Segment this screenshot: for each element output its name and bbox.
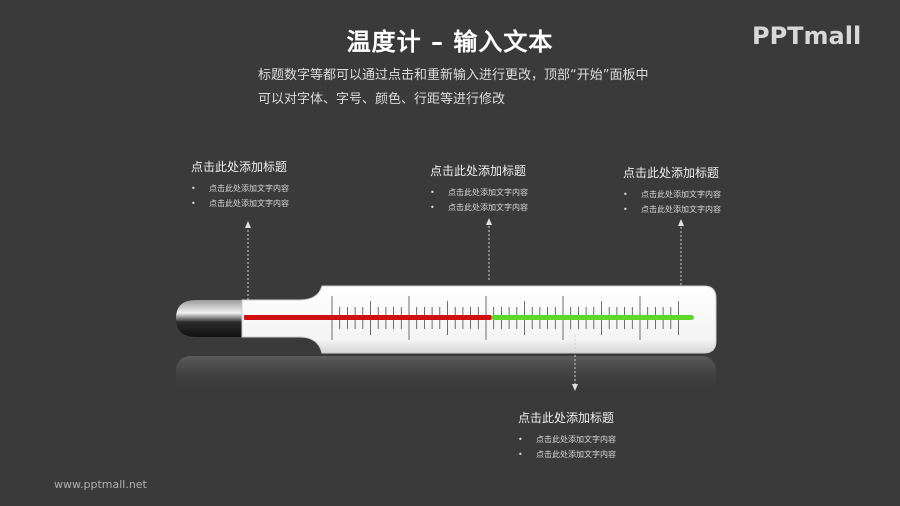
thermometer-reflection: [176, 356, 716, 392]
subtitle-line-1: 标题数字等都可以通过点击和重新输入进行更改，顶部“开始”面板中: [258, 68, 649, 83]
arrow-up-icon: [245, 221, 251, 228]
liquid-red: [244, 315, 492, 320]
page-title: 温度计 – 输入文本: [346, 28, 554, 56]
callout-heading: 点击此处添加标题: [430, 164, 527, 178]
callout-bullet: 点击此处添加文字内容: [191, 196, 289, 211]
callout-heading: 点击此处添加标题: [191, 160, 288, 174]
arrow-down-icon: [572, 384, 578, 391]
callout-bullet: 点击此处添加文字内容: [430, 185, 528, 200]
arrow-up-icon: [486, 218, 492, 225]
callout-1[interactable]: 点击此处添加标题 点击此处添加文字内容 点击此处添加文字内容: [191, 158, 289, 211]
callout-heading: 点击此处添加标题: [518, 411, 615, 425]
callout-bullet: 点击此处添加文字内容: [518, 447, 616, 462]
footer-url[interactable]: www.pptmall.net: [54, 478, 147, 491]
liquid-green: [491, 315, 694, 320]
callout-heading: 点击此处添加标题: [623, 166, 720, 180]
arrow-up-icon: [678, 219, 684, 226]
callout-2[interactable]: 点击此处添加标题 点击此处添加文字内容 点击此处添加文字内容: [430, 162, 528, 215]
subtitle: 标题数字等都可以通过点击和重新输入进行更改，顶部“开始”面板中 可以对字体、字号…: [258, 64, 718, 112]
thermometer-bulb: [176, 300, 246, 337]
callout-bullet: 点击此处添加文字内容: [430, 200, 528, 215]
callout-bullet: 点击此处添加文字内容: [518, 432, 616, 447]
callout-4[interactable]: 点击此处添加标题 点击此处添加文字内容 点击此处添加文字内容: [518, 409, 616, 462]
callout-3[interactable]: 点击此处添加标题 点击此处添加文字内容 点击此处添加文字内容: [623, 164, 721, 217]
callout-bullet: 点击此处添加文字内容: [623, 187, 721, 202]
subtitle-line-2: 可以对字体、字号、颜色、行距等进行修改: [258, 92, 506, 107]
callout-bullet: 点击此处添加文字内容: [623, 202, 721, 217]
brand-logo: PPTmall: [752, 22, 862, 50]
callout-bullet: 点击此处添加文字内容: [191, 181, 289, 196]
